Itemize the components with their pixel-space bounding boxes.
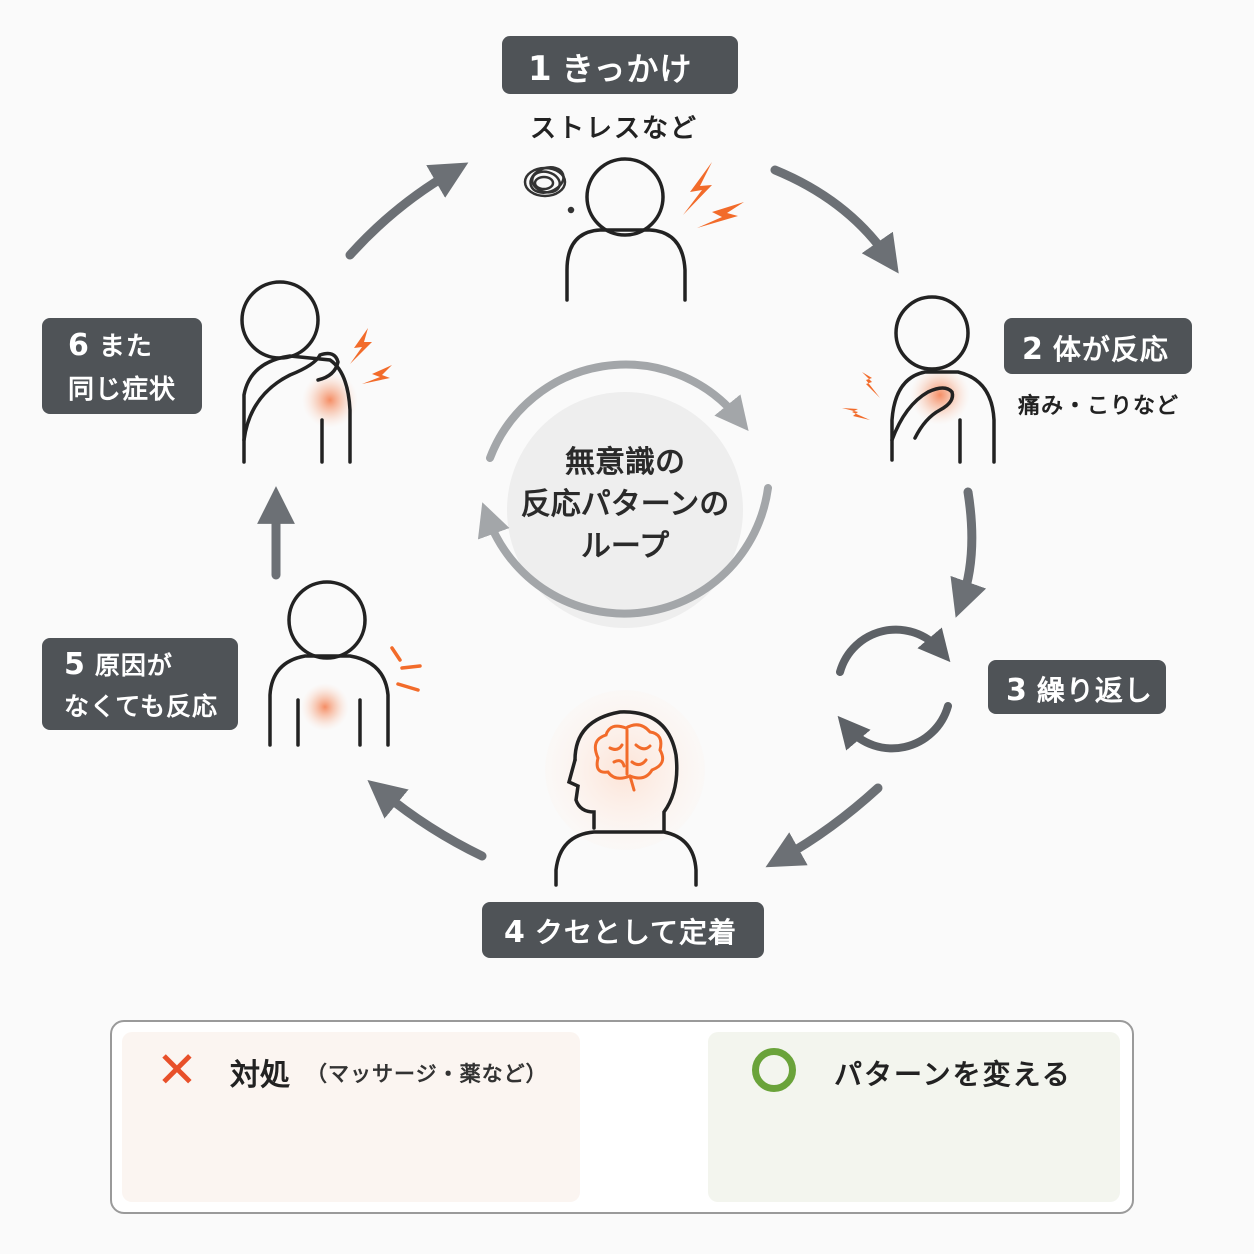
chest-glow [301,683,349,731]
step-4-badge: 4 クセとして定着 [482,902,764,958]
cycle-arrows [257,162,987,868]
step-1-number: 1 [528,49,552,89]
step-1-sub: ストレスなど [530,114,699,144]
bad-approach-title: 対処 [230,1058,290,1093]
step-3-number: 3 [1006,673,1027,708]
brain-glow [545,690,705,850]
step-6-number: 6 [68,328,89,363]
center-circle [507,392,743,628]
step-2-sub: 痛み・こりなど [1018,394,1180,419]
center-label: 無意識の 反応パターンの ループ [500,442,750,568]
figure-chest-reaction [268,580,390,747]
lightning-icon [350,328,392,384]
cross-icon: ✕ [156,1041,198,1099]
figure-shoulder-pain-left [240,280,352,464]
brain-icon [593,723,665,792]
step-6-badge: 6 また 同じ症状 [42,318,202,414]
step-4-number: 4 [504,915,525,950]
cycle-arrows-icon [836,625,952,753]
lightning-icon [683,162,744,228]
step-1-label: きっかけ [561,50,693,88]
figure-head-profile [554,710,698,887]
figure-shoulder-pain-right [890,295,996,464]
step-2-label: 体が反応 [1052,333,1169,366]
step-5-badge: 5 原因が なくても反応 [42,638,238,730]
step-2-number: 2 [1022,332,1043,367]
reaction-lines-icon [390,646,422,692]
lightning-icon [842,372,880,420]
stress-scribble-icon [523,166,575,214]
step-3-label: 繰り返し [1036,674,1153,707]
step-2-badge: 2 体が反応 [1004,318,1192,374]
good-approach-title: パターンを変える [834,1058,1072,1091]
arrow-6-to-1 [345,162,469,260]
bad-approach-note: （マッサージ・薬など） [306,1062,548,1086]
step-3-badge: 3 繰り返し [988,660,1166,714]
step-4-label: クセとして定着 [534,916,738,949]
step-5-label-line1: 原因が [94,651,173,680]
bad-approach-panel [122,1032,580,1202]
circle-icon [752,1048,796,1092]
figure-stressed-person [565,157,687,302]
pain-glow [910,365,970,425]
pain-glow [302,372,358,428]
step-6-label-line1: また [98,332,153,362]
arrow-1-to-2 [770,165,899,274]
center-loop-arrows [477,360,772,618]
step-6-label-line2: 同じ症状 [68,375,177,405]
step-5-number: 5 [64,647,85,682]
step-5-label-line2: なくても反応 [64,692,219,721]
arrow-3-to-4 [765,783,883,868]
arrow-4-to-5 [367,779,487,861]
center-line-1: 無意識の [565,445,685,480]
arrow-2-to-3 [950,487,987,618]
center-line-2: 反応パターンの [520,487,730,522]
center-line-3: ループ [580,529,670,564]
